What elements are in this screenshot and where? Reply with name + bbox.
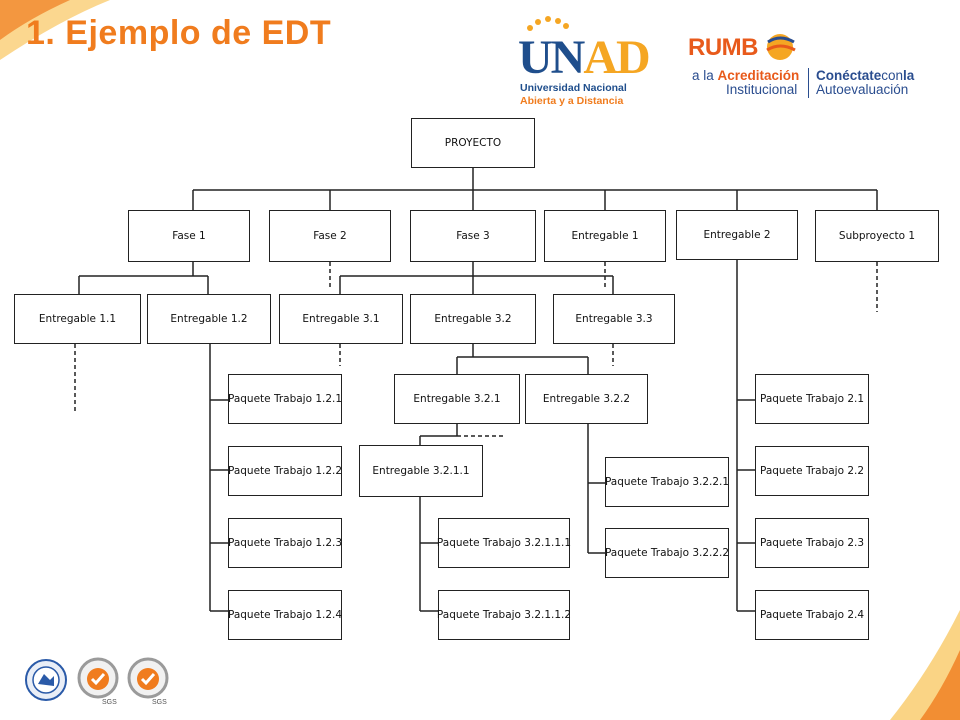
certification-badges: SGS SGS (24, 656, 174, 706)
unad-line1: Universidad Nacional (520, 82, 627, 94)
node-entregable-3-2-1-1: Entregable 3.2.1.1 (359, 445, 483, 497)
node-entregable-3-3: Entregable 3.3 (553, 294, 675, 344)
node-paquete-3-2-1-1-1: Paquete Trabajo 3.2.1.1.1 (437, 518, 571, 568)
unad-wordmark: UNAD (518, 31, 651, 84)
node-entregable-1: Entregable 1 (544, 210, 666, 262)
node-proyecto: PROYECTO (411, 118, 535, 168)
rumbo-separator (808, 68, 809, 98)
unad-logo: UNAD Universidad Nacional Abierta y a Di… (516, 16, 651, 108)
unad-dots-icon (527, 16, 569, 31)
node-paquete-1-2-1: Paquete Trabajo 1.2.1 (228, 374, 342, 424)
node-paquete-3-2-2-1: Paquete Trabajo 3.2.2.1 (605, 457, 729, 507)
node-paquete-1-2-4: Paquete Trabajo 1.2.4 (228, 590, 342, 640)
node-entregable-3-2-2: Entregable 3.2.2 (525, 374, 648, 424)
node-paquete-2-3: Paquete Trabajo 2.3 (755, 518, 869, 568)
node-paquete-1-2-2: Paquete Trabajo 1.2.2 (228, 446, 342, 496)
node-subproyecto-1: Subproyecto 1 (815, 210, 939, 262)
rumbo-line1: a la Acreditación (692, 68, 800, 83)
rumbo-right-line2: Autoevaluación (816, 82, 909, 97)
node-entregable-3-2-1: Entregable 3.2.1 (394, 374, 520, 424)
rumbo-right-line1: Conéctateconla (816, 68, 915, 83)
node-fase-2: Fase 2 (269, 210, 391, 262)
node-paquete-2-4: Paquete Trabajo 2.4 (755, 590, 869, 640)
node-entregable-3-2: Entregable 3.2 (410, 294, 536, 344)
colombia-seal-icon (25, 659, 67, 701)
rumbo-line2: Institucional (726, 82, 798, 97)
sgs-certification-icon-2: SGS (127, 657, 169, 706)
node-entregable-2: Entregable 2 (676, 210, 798, 260)
node-fase-3: Fase 3 (410, 210, 536, 262)
node-paquete-2-1: Paquete Trabajo 2.1 (755, 374, 869, 424)
rumbo-globe-icon (766, 34, 796, 60)
node-paquete-3-2-1-1-2: Paquete Trabajo 3.2.1.1.2 (437, 590, 571, 640)
node-entregable-1-1: Entregable 1.1 (14, 294, 141, 344)
corner-decoration-top-left (0, 0, 110, 60)
node-paquete-3-2-2-2: Paquete Trabajo 3.2.2.2 (605, 528, 729, 578)
node-paquete-2-2: Paquete Trabajo 2.2 (755, 446, 869, 496)
rumbo-logo: RUMB a la Acreditación Institucional Con… (688, 34, 938, 100)
corner-decoration-bottom-right (890, 610, 960, 720)
rumbo-wordmark: RUMB (688, 34, 759, 61)
svg-text:SGS: SGS (102, 699, 117, 706)
unad-line2: Abierta y a Distancia (520, 95, 624, 107)
svg-text:SGS: SGS (152, 699, 167, 706)
node-paquete-1-2-3: Paquete Trabajo 1.2.3 (228, 518, 342, 568)
node-entregable-1-2: Entregable 1.2 (147, 294, 271, 344)
node-entregable-3-1: Entregable 3.1 (279, 294, 403, 344)
sgs-certification-icon: SGS (77, 657, 119, 706)
node-fase-1: Fase 1 (128, 210, 250, 262)
slide-title: 1. Ejemplo de EDT (26, 14, 332, 52)
